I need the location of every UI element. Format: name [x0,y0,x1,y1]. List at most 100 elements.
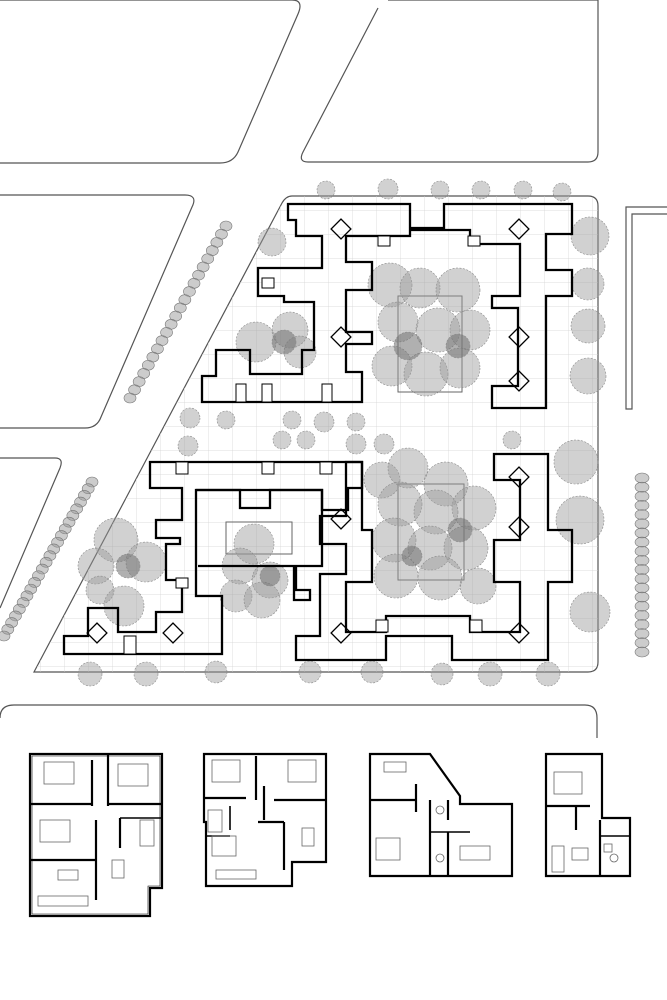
tree-icon [316,180,336,200]
tree-icon [535,661,561,687]
tree-icon [439,347,481,389]
tree-icon [77,547,115,585]
street-tree-icon [634,555,650,566]
tree-icon [399,267,441,309]
building-south-inner [196,488,324,602]
tree-icon [345,433,367,455]
street-tree-icon [634,610,650,621]
bed-icon [39,761,149,843]
courtyard-southwest [225,521,293,555]
tree-icon [569,357,607,395]
street-tree-icon [634,536,650,548]
tree-icon [513,180,533,200]
tree-icon [417,555,463,601]
tree-icon [413,489,459,535]
tree-icon [296,430,316,450]
tree-icon [282,410,302,430]
tree-icon [363,461,401,499]
tree-icon [471,180,491,200]
tree-icon [435,267,481,313]
tree-icon [447,517,473,543]
tree-icon [571,267,605,301]
street-tree-icon [634,628,650,639]
tree-icon [555,495,605,545]
city-block-east [625,206,667,410]
tree-icon [272,430,292,450]
tree-icon [257,227,287,257]
street-tree-icon [634,637,650,649]
tree-icon [346,412,366,432]
toilet-icon [435,853,445,863]
bed-icon [375,837,401,861]
tree-icon [502,430,522,450]
tree-canopies [77,178,611,687]
unit-plan-b [202,752,328,888]
tree-icon [403,351,449,397]
street-tree-icon [634,545,650,557]
unit-plan-c [368,752,514,878]
tree-icon [393,331,423,361]
street-tree-icon [634,472,650,484]
sofa-icon [459,845,491,861]
street-tree-icon [634,518,650,530]
tree-icon [570,308,606,344]
unit-plans [28,752,632,918]
tree-icon [243,581,281,619]
city-block-northeast [300,0,599,163]
tree-icon [459,567,497,605]
tree-icon [423,461,469,507]
tree-icon [103,585,145,627]
city-block-southwest [0,457,62,609]
tree-icon [216,410,236,430]
tree-icon [553,439,599,485]
sofa-icon [215,869,257,880]
kitchen-counter-icon [383,761,445,815]
tree-icon [401,545,423,567]
unit-plan-a [28,752,164,918]
street-tree-icon [123,392,137,404]
street-tree-icon [634,509,650,520]
tree-icon [430,180,450,200]
tree-icon [271,329,297,355]
site-grid [34,196,598,672]
tree-icon [377,178,399,200]
unit-plan-d [544,752,632,878]
dining-table-icon [301,827,315,847]
tree-icon [377,481,423,527]
tree-icon [233,523,275,565]
street-tree-icon [634,582,650,594]
tree-icon [93,517,139,563]
stair-cores [86,218,530,644]
city-block-northwest [0,0,301,164]
tree-icon [85,575,115,605]
tree-icon [115,553,141,579]
tree-icon [569,591,611,633]
bed-icon [211,759,317,857]
street-tree-icon [634,481,650,493]
street-tree-icon [634,491,650,502]
tree-icon [77,661,103,687]
city-block-south [0,704,598,738]
tree-icon [367,262,413,308]
tree-icon [360,660,384,684]
dining-table-icon [111,859,125,879]
tree-icon [552,182,572,202]
street-tree-rows [0,220,650,658]
tree-icon [430,662,454,686]
bathtub-icon [207,809,223,833]
tree-icon [259,565,281,587]
street-tree-icon [634,500,650,511]
tree-icon [570,216,610,256]
tree-icon [387,447,429,489]
sofa-icon [37,869,89,907]
street-tree-icon [634,573,650,585]
toilet-icon [603,843,619,863]
tree-icon [373,433,395,455]
city-block-west [0,194,195,429]
tree-icon [298,660,322,684]
street-tree-icon [634,564,650,575]
street-tree-icon [634,591,650,603]
tree-icon [179,407,201,429]
buildings [62,202,574,662]
tree-icon [477,661,503,687]
